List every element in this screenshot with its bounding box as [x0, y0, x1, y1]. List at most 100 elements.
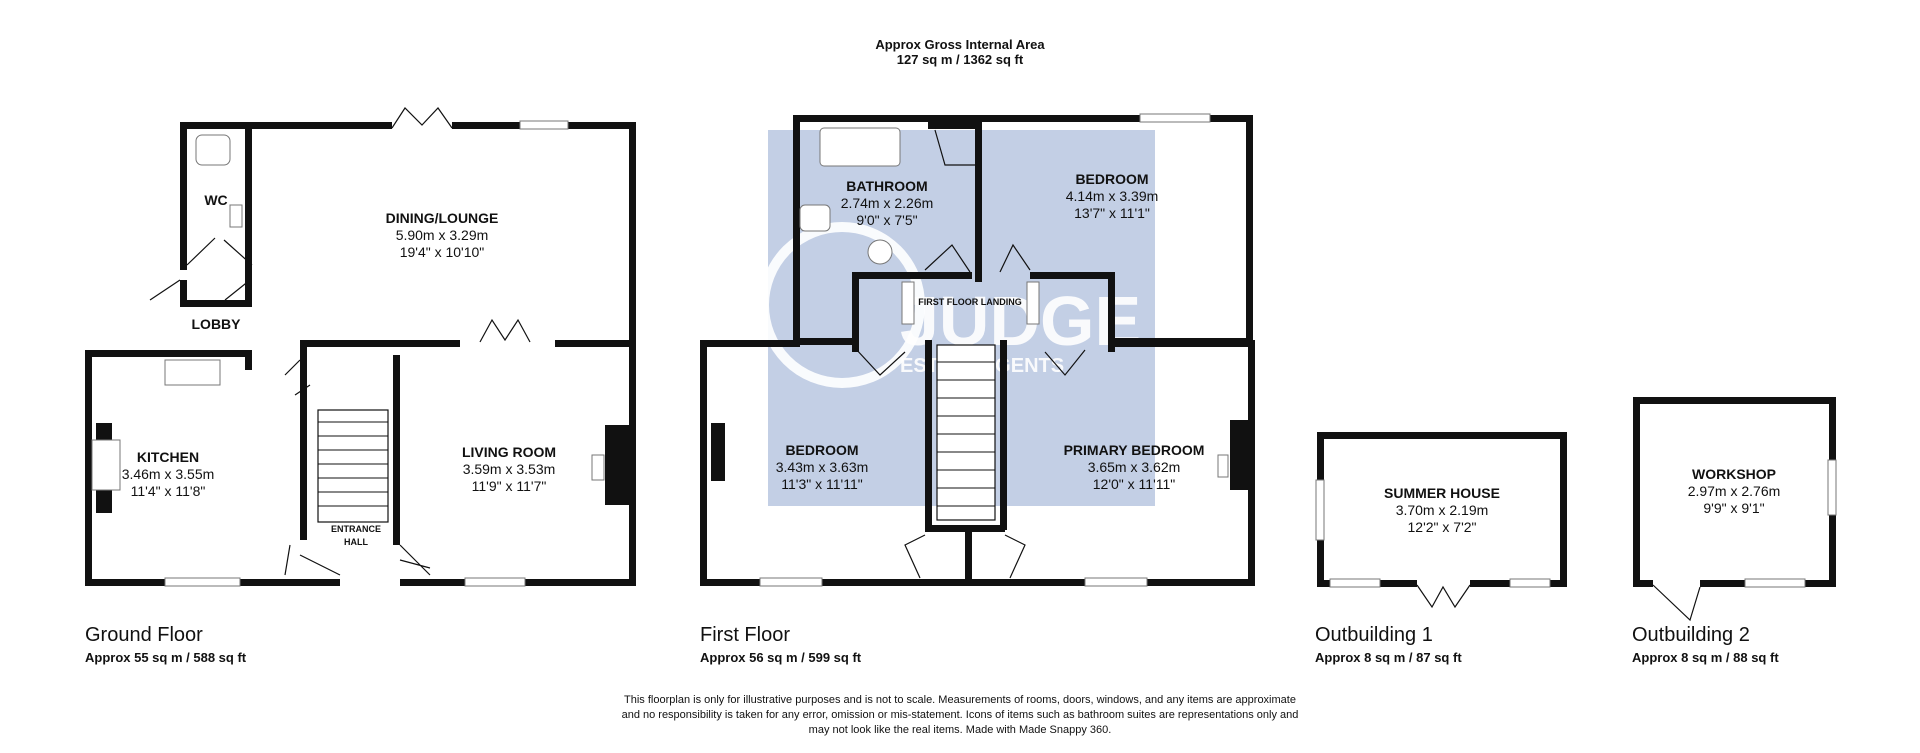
living-imperial: 11'9" x 11'7"	[472, 478, 547, 494]
wall	[1560, 432, 1567, 587]
wall	[925, 525, 1005, 532]
chimney-breast	[711, 423, 725, 481]
window-icon	[464, 577, 526, 587]
workshop-plan	[1633, 397, 1837, 622]
ground-floor-label: Ground Floor	[85, 624, 203, 646]
summer-house-imperial: 12'2" x 7'2"	[1408, 519, 1477, 535]
wall	[300, 340, 307, 540]
window-icon	[759, 577, 823, 587]
wall	[975, 122, 982, 282]
first-floor-stairs	[936, 344, 996, 521]
wall	[245, 122, 252, 270]
kitchen-metric: 3.46m x 3.55m	[122, 466, 215, 482]
bedroom-top-metric: 4.14m x 3.39m	[1066, 188, 1159, 204]
bedroom-door-icon	[854, 347, 1086, 579]
workshop-metric: 2.97m x 2.76m	[1688, 483, 1781, 499]
window-icon	[1315, 479, 1325, 541]
wall	[1633, 580, 1653, 587]
wall	[180, 300, 252, 307]
landing-window-icon	[1026, 281, 1040, 325]
sink-icon	[164, 359, 221, 386]
wc-label: WC	[204, 192, 227, 208]
front-door-icon	[284, 544, 431, 576]
wall	[1317, 432, 1567, 439]
bedroom-left-label: BEDROOM	[785, 442, 858, 458]
wall	[555, 340, 635, 347]
kitchen-imperial: 11'4" x 11'8"	[131, 483, 206, 499]
primary-bedroom-label: PRIMARY BEDROOM	[1064, 442, 1205, 458]
hob-icon	[91, 439, 121, 491]
landing-label: FIRST FLOOR LANDING	[918, 297, 1022, 307]
wall	[965, 525, 972, 583]
workshop-label: WORKSHOP	[1692, 466, 1776, 482]
entrance-label-2: HALL	[344, 537, 368, 547]
wall	[852, 272, 859, 352]
dining-door-icon	[479, 318, 531, 343]
stair-run	[936, 344, 996, 521]
window-icon	[519, 120, 569, 130]
wall	[85, 350, 252, 357]
landing-door-icon	[924, 243, 1031, 273]
kitchen-label: KITCHEN	[137, 449, 199, 465]
wall	[180, 280, 187, 307]
wall	[1633, 397, 1640, 587]
window-icon	[164, 577, 241, 587]
window-icon	[1827, 459, 1837, 516]
window-icon	[1139, 113, 1211, 123]
stair-door-icon	[284, 359, 311, 396]
wall	[1030, 272, 1115, 279]
wall	[245, 270, 252, 307]
basin-icon	[867, 239, 893, 265]
bathroom-metric: 2.74m x 2.26m	[841, 195, 934, 211]
entrance-label-1: ENTRANCE	[331, 524, 381, 534]
wall	[700, 340, 707, 586]
chimney-breast	[605, 425, 633, 505]
bedroom-top-label: BEDROOM	[1075, 171, 1148, 187]
wall	[793, 115, 1253, 122]
wall	[700, 579, 1255, 586]
ground-floor-plan	[85, 107, 636, 587]
dining-metric: 5.90m x 3.29m	[396, 227, 489, 243]
living-label: LIVING ROOM	[462, 444, 556, 460]
wall	[793, 115, 800, 345]
lobby-door-icon	[149, 279, 251, 301]
window-icon	[1509, 578, 1551, 588]
wall	[393, 355, 400, 545]
watermark-brand: JUDGE	[900, 282, 1141, 360]
living-metric: 3.59m x 3.53m	[463, 461, 556, 477]
french-door-icon	[391, 107, 453, 129]
watermark-ring	[759, 222, 925, 388]
primary-bedroom-metric: 3.65m x 3.62m	[1088, 459, 1181, 475]
wall	[252, 122, 392, 129]
wall	[180, 122, 187, 270]
wall	[1248, 340, 1255, 586]
toilet-icon	[799, 204, 831, 232]
first-floor-plan	[700, 113, 1255, 587]
dining-label: DINING/LOUNGE	[386, 210, 499, 226]
wall	[629, 122, 636, 352]
gross-area-value: 127 sq m / 1362 sq ft	[897, 52, 1024, 67]
outbuilding2-area: Approx 8 sq m / 88 sq ft	[1632, 650, 1779, 665]
wall	[925, 340, 932, 530]
outbuilding1-label: Outbuilding 1	[1315, 624, 1433, 646]
wall	[852, 272, 972, 279]
workshop-door-icon	[1652, 584, 1701, 622]
bathroom-imperial: 9'0" x 7'5"	[856, 212, 917, 228]
bedroom-top-imperial: 13'7" x 11'1"	[1074, 205, 1150, 221]
fireplace-icon	[591, 454, 605, 481]
fireplace-icon	[1217, 454, 1229, 478]
wall	[1000, 340, 1007, 530]
wall	[85, 350, 92, 586]
wall	[300, 340, 460, 347]
wall	[793, 338, 853, 345]
chimney-breast	[1230, 420, 1248, 490]
summer-house-metric: 3.70m x 2.19m	[1396, 502, 1489, 518]
wall	[180, 122, 252, 129]
wc-door-icon	[186, 237, 253, 266]
ground-stairs	[317, 409, 389, 523]
dining-imperial: 19'4" x 10'10"	[400, 244, 485, 260]
wall	[1108, 272, 1115, 352]
stair-run	[317, 409, 389, 523]
basin-icon	[229, 204, 243, 228]
lobby-label: LOBBY	[192, 316, 242, 332]
